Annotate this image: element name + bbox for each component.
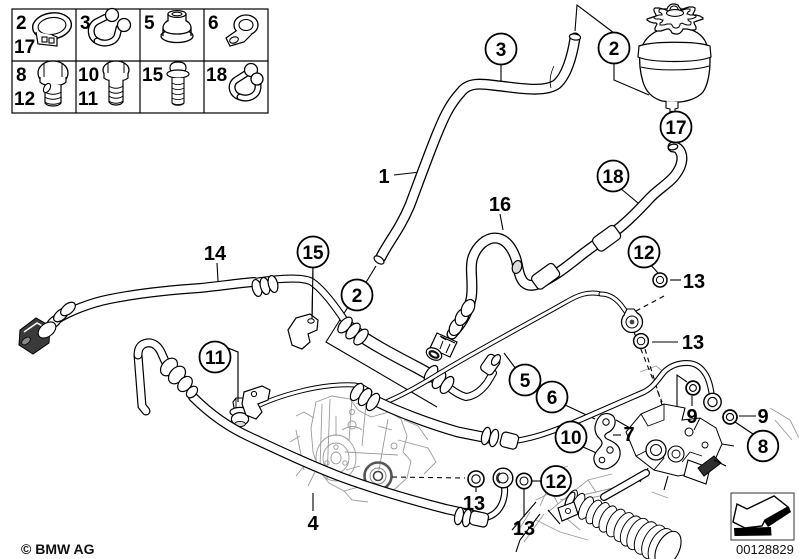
svg-text:2: 2 [609, 39, 620, 60]
svg-text:15: 15 [142, 65, 164, 86]
svg-text:17: 17 [14, 37, 35, 58]
svg-text:13: 13 [682, 332, 704, 354]
svg-text:1: 1 [378, 166, 389, 188]
svg-text:6: 6 [547, 388, 558, 409]
svg-text:12: 12 [545, 472, 566, 493]
svg-text:© BMW AG: © BMW AG [21, 541, 95, 557]
svg-text:3: 3 [80, 13, 91, 34]
svg-text:13: 13 [683, 271, 705, 293]
svg-text:10: 10 [560, 428, 581, 449]
svg-text:16: 16 [489, 194, 511, 216]
svg-text:9: 9 [686, 406, 697, 428]
svg-text:10: 10 [78, 65, 99, 86]
svg-text:12: 12 [14, 89, 35, 110]
svg-text:00128829: 00128829 [736, 542, 794, 557]
svg-text:17: 17 [665, 118, 686, 139]
svg-text:12: 12 [633, 243, 654, 264]
svg-text:11: 11 [78, 89, 99, 110]
svg-text:13: 13 [463, 493, 485, 515]
svg-text:15: 15 [302, 243, 324, 264]
svg-text:18: 18 [206, 65, 227, 86]
svg-text:14: 14 [204, 243, 227, 265]
svg-text:18: 18 [602, 167, 623, 188]
svg-text:6: 6 [208, 13, 219, 34]
svg-text:5: 5 [520, 371, 531, 392]
svg-text:13: 13 [513, 518, 535, 540]
svg-text:7: 7 [623, 424, 634, 446]
svg-text:2: 2 [16, 13, 27, 34]
svg-text:5: 5 [144, 13, 155, 34]
svg-text:4: 4 [307, 513, 319, 535]
svg-text:11: 11 [205, 348, 226, 369]
svg-text:8: 8 [758, 437, 769, 458]
svg-text:9: 9 [757, 406, 768, 428]
svg-text:3: 3 [496, 40, 507, 61]
svg-text:2: 2 [352, 286, 363, 307]
svg-text:8: 8 [16, 65, 27, 86]
